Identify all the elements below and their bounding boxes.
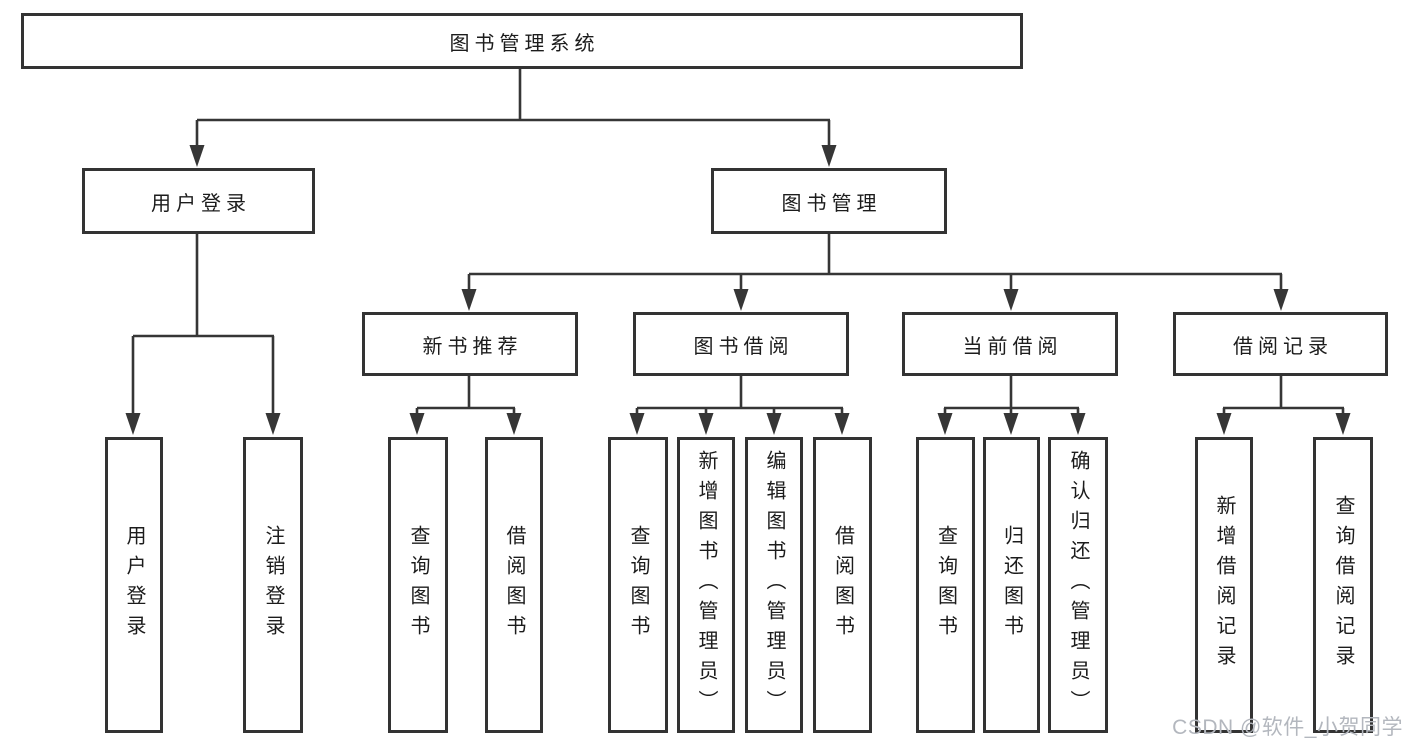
node-label: 注销登录 [262, 525, 284, 645]
arrowhead-icon [1003, 289, 1019, 311]
arrowhead-icon [125, 413, 141, 435]
node-label: 确认归还（管理员） [1067, 450, 1089, 720]
arrowhead-icon [766, 413, 782, 435]
arrowhead-icon [834, 413, 850, 435]
node-label: 用户登录 [123, 525, 145, 645]
leaf-add-borrow-record: 新增借阅记录 [1195, 437, 1253, 733]
node-label: 当前借阅 [962, 335, 1063, 358]
node-label: 图书管理 [781, 192, 882, 215]
node-label: 借阅图书 [831, 525, 854, 645]
node-label: 新增图书（管理员） [695, 450, 717, 720]
node-label: 图书管理系统 [449, 32, 600, 55]
node-label: 新增借阅记录 [1213, 495, 1235, 675]
arrowhead-icon [821, 145, 837, 167]
arrowhead-icon [1335, 413, 1351, 435]
leaf-query-book-borrow: 查询图书 [608, 437, 668, 733]
arrowhead-icon [698, 413, 714, 435]
node-label: 编辑图书（管理员） [763, 450, 785, 720]
arrowhead-icon [189, 145, 205, 167]
arrowhead-icon [629, 413, 645, 435]
csdn-watermark: CSDN @软件_小贺同学 [1172, 716, 1403, 739]
leaf-logout-login: 注销登录 [243, 437, 303, 733]
node-user-login: 用户登录 [82, 168, 315, 234]
node-label: 查询图书 [934, 525, 957, 645]
node-label: 归还图书 [1000, 525, 1023, 645]
node-label: 借阅记录 [1233, 335, 1333, 358]
arrowhead-icon [1003, 413, 1019, 435]
leaf-add-book-admin: 新增图书（管理员） [677, 437, 735, 733]
leaf-query-book-recommend: 查询图书 [388, 437, 448, 733]
node-label: 图书借阅 [693, 335, 794, 358]
leaf-user-login: 用户登录 [105, 437, 163, 733]
arrowhead-icon [506, 413, 522, 435]
arrowhead-icon [1216, 413, 1232, 435]
node-library-system: 图书管理系统 [21, 13, 1023, 69]
node-current-borrow: 当前借阅 [902, 312, 1118, 376]
leaf-borrow-book-recommend: 借阅图书 [485, 437, 543, 733]
leaf-query-borrow-record: 查询借阅记录 [1313, 437, 1373, 733]
arrowhead-icon [1070, 413, 1086, 435]
node-book-management: 图书管理 [711, 168, 947, 234]
leaf-return-book: 归还图书 [983, 437, 1040, 733]
node-label: 借阅图书 [503, 525, 525, 645]
arrowhead-icon [937, 413, 953, 435]
leaf-query-book-current: 查询图书 [916, 437, 975, 733]
node-borrow-records: 借阅记录 [1173, 312, 1388, 376]
node-label: 查询图书 [407, 525, 429, 645]
node-new-book-recommend: 新书推荐 [362, 312, 578, 376]
node-label: 新书推荐 [422, 335, 523, 358]
leaf-edit-book-admin: 编辑图书（管理员） [745, 437, 803, 733]
node-label: 用户登录 [151, 192, 251, 215]
arrowhead-icon [733, 289, 749, 311]
node-label: 查询图书 [627, 525, 649, 645]
arrowhead-icon [461, 289, 477, 311]
leaf-borrow-book: 借阅图书 [813, 437, 872, 733]
node-book-borrow: 图书借阅 [633, 312, 849, 376]
arrowhead-icon [265, 413, 281, 435]
arrowhead-icon [1273, 289, 1289, 311]
node-label: 查询借阅记录 [1332, 495, 1354, 675]
arrowhead-icon [409, 413, 425, 435]
leaf-confirm-return-admin: 确认归还（管理员） [1048, 437, 1108, 733]
